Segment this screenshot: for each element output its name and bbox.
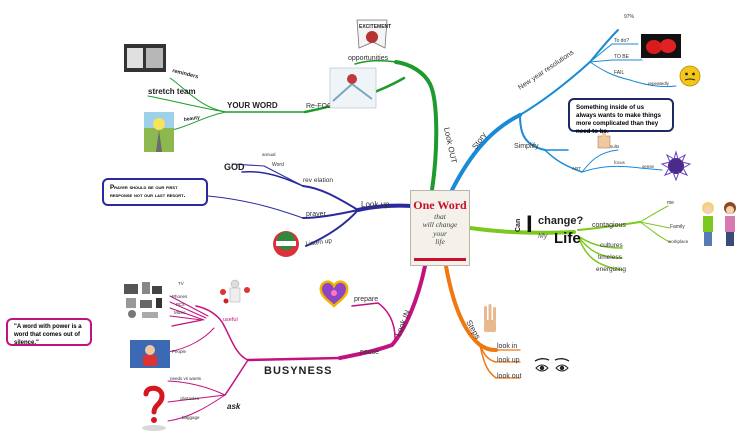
eyes-image: [534, 358, 570, 372]
simplify-quote-box: Something inside of us always wants to m…: [568, 98, 674, 135]
pcs-label: PCs: [176, 302, 185, 307]
book-subtitle-line: your: [433, 228, 447, 238]
stretch-team-label: stretch team: [148, 87, 196, 96]
word-power-quote-box: "A word with power is a word that comes …: [6, 318, 92, 346]
refocus-image: [329, 67, 377, 109]
branch-look-out: [147, 59, 439, 192]
book-subtitle-line: life: [435, 236, 445, 246]
step-look-out-label: look out: [497, 373, 522, 380]
sense-label: sense: [642, 164, 655, 169]
art-label: ART: [572, 166, 581, 171]
can-word: Can: [515, 219, 522, 232]
to-do-label: To do?: [614, 38, 629, 44]
juggler-figure-icon: [220, 279, 250, 304]
your-word-label: YOUR WORD: [227, 101, 278, 110]
book-subtitle-line: will change: [422, 220, 458, 230]
contagious-label: contagious: [592, 222, 626, 229]
change-word: change?: [538, 215, 584, 227]
branch-story: [450, 29, 677, 192]
step-look-up-label: look up: [497, 357, 520, 364]
question-mark-icon: [142, 385, 166, 431]
look-in-label: Look IN: [394, 309, 413, 338]
results-label: results: [606, 144, 620, 149]
word-label: Word: [272, 162, 284, 168]
prepare-label: prepare: [354, 296, 378, 303]
revelation-label: rev elation: [303, 177, 333, 184]
excitement-badge: [356, 19, 388, 49]
pct-label: 97%: [624, 14, 635, 20]
boxing-gloves-image: [641, 34, 681, 58]
branch-steps: [444, 264, 521, 379]
look-up-label: Look up: [361, 200, 390, 209]
sense-blob-icon: [660, 150, 692, 182]
focus-label: focus: [614, 160, 626, 165]
book-subtitle-line: that: [434, 212, 446, 221]
book-bottom-bar: [414, 258, 466, 261]
branch-look-in: [167, 264, 427, 422]
step-look-in-label: look in: [497, 343, 517, 350]
beauty-label: beauty: [183, 115, 200, 123]
i-word: I: [526, 211, 533, 238]
book-subtitle: that will change your life: [411, 212, 469, 246]
hand-thumbs-icon: [597, 132, 611, 149]
god-label: GOD: [224, 162, 245, 172]
women-figures-image: [702, 202, 736, 246]
obstacles-label: obstacles: [180, 396, 200, 401]
refocus-label: Re-FOCUS: [306, 103, 342, 110]
repeatedly-label: repeatedly: [648, 81, 670, 86]
life-word: Life: [554, 230, 581, 247]
people-image: [130, 340, 170, 368]
to-be-label: TO BE: [614, 54, 630, 60]
reminders-image: [124, 44, 166, 72]
smiley-icon: [679, 65, 701, 87]
branch-look-up: [207, 163, 414, 247]
book-title: One Word: [413, 198, 467, 212]
me-label: me: [667, 200, 674, 206]
listen-up-badge: [273, 231, 299, 257]
excitement-text: EXCITEMENT: [359, 24, 391, 30]
ask-label: ask: [227, 402, 241, 411]
my-word: My: [538, 233, 548, 240]
needs-vs-wants-label: needs vs wants: [170, 376, 202, 381]
new-year-resolutions-label: New year resolutions: [517, 49, 576, 92]
prayer-quote-box: Prayer should be our first response not …: [102, 178, 208, 206]
three-fingers-hand-icon: [484, 304, 496, 332]
timeless-label: timeless: [598, 254, 623, 261]
annual-label: annual: [262, 152, 276, 157]
fail-label: FAIL: [614, 70, 625, 76]
central-book: One Word that will change your life: [410, 190, 470, 266]
people-label: People: [172, 349, 187, 354]
simplify-label: Simplify: [514, 143, 539, 150]
beauty-image: [144, 112, 174, 152]
prayer-label: prayer: [306, 211, 327, 218]
family-label: Family: [670, 224, 685, 230]
pause-label: pause: [360, 349, 379, 356]
busyness-label: BUSYNESS: [264, 365, 333, 377]
baggage-label: baggage: [182, 415, 200, 420]
opportunities-label: opportunities: [348, 55, 389, 62]
phones-label: Phones: [172, 294, 188, 299]
cultures-label: cultures: [600, 242, 624, 249]
energizing-label: energizing: [596, 266, 626, 273]
heart-icon: [319, 280, 349, 308]
tv-label: TV: [178, 281, 184, 286]
listen-up-label: Listen up: [305, 237, 332, 248]
devices-image: [124, 282, 162, 318]
branch-change: [468, 205, 671, 271]
reminders-label: reminders: [172, 68, 199, 80]
workplace-label: workplace: [668, 239, 689, 244]
useful-label: useful: [223, 317, 238, 323]
look-out-label: Look OUT: [442, 127, 458, 165]
music-label: Music: [174, 310, 187, 315]
